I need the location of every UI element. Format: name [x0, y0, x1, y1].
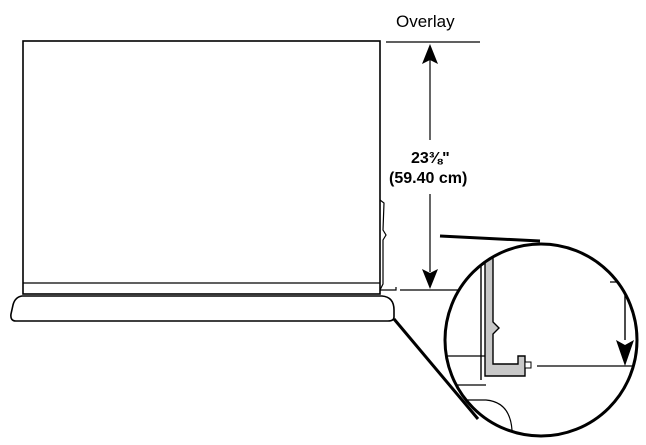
detail-leader-top [439, 234, 541, 243]
door-panel-outline [22, 40, 381, 295]
detail-magnifier [443, 242, 639, 438]
detail-bracket-tab [524, 361, 532, 369]
dimension-centimeters: (59.40 cm) [389, 170, 467, 187]
detail-arrow-down-icon [616, 340, 634, 366]
door-panel [22, 40, 381, 295]
dimension-inches: 23⅜" [411, 150, 450, 167]
detail-leader-bottom [392, 318, 480, 420]
arrow-up-icon [422, 44, 438, 64]
door-side-bracket [379, 199, 387, 291]
detail-bracket [484, 254, 526, 377]
detail-circle-outline [443, 242, 639, 438]
door-bottom-bracket [380, 287, 397, 291]
arrow-down-icon [422, 269, 438, 289]
cabinet-base [10, 295, 395, 322]
overlay-label: Overlay [396, 12, 455, 31]
height-dimension [422, 44, 438, 289]
